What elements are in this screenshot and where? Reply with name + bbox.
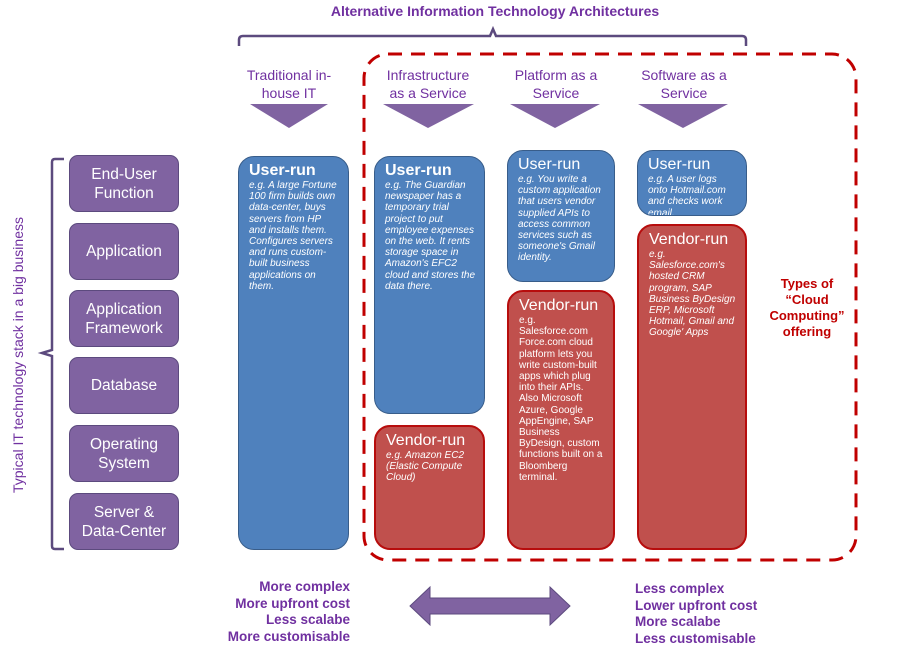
stack-layer-database: Database: [69, 357, 179, 414]
box-description: e.g. Salesforce.com Force.com cloud plat…: [519, 315, 603, 483]
right-comparison-list: Less complex Lower upfront cost More sca…: [635, 581, 795, 647]
top-brace: [237, 25, 748, 46]
left-comparison-item: More upfront cost: [235, 595, 350, 611]
box-title: User-run: [518, 156, 581, 173]
column-heading-saas: Software as a Service: [641, 67, 727, 101]
traditional-user-run-box: User-run e.g. A large Fortune 100 firm b…: [238, 156, 349, 550]
stack-layer-end-user-function: End-User Function: [69, 155, 179, 212]
right-comparison-item: Less complex: [635, 581, 725, 596]
stack-layer-application: Application: [69, 223, 179, 280]
double-arrow: [409, 585, 571, 627]
box-title: User-run: [648, 156, 711, 173]
left-brace: [37, 157, 64, 551]
iaas-user-run-box: User-run e.g. The Guardian newspaper has…: [374, 156, 485, 414]
box-title: Vendor-run: [519, 297, 599, 314]
left-comparison-item: More complex: [259, 579, 350, 594]
box-description: e.g. A large Fortune 100 firm builds own…: [249, 180, 337, 292]
paas-vendor-run-box: Vendor-run e.g. Salesforce.com Force.com…: [507, 290, 615, 550]
box-description: e.g. You write a custom application that…: [518, 174, 601, 264]
right-comparison-item: Less customisable: [635, 630, 756, 646]
box-description: e.g. Amazon EC2 (Elastic Compute Cloud): [386, 450, 465, 484]
box-title: Vendor-run: [386, 432, 466, 449]
saas-vendor-run-box: Vendor-run e.g. Salesforce.com's hosted …: [637, 224, 747, 550]
left-comparison-item: Less scalabe: [265, 612, 350, 627]
right-comparison-item: More scalabe: [635, 614, 721, 629]
left-comparison-list: More complex More upfront cost Less scal…: [200, 579, 350, 645]
box-title: Vendor-run: [649, 231, 729, 248]
down-arrow-paas: [510, 104, 600, 128]
saas-user-run-box: User-run e.g. A user logs onto Hotmail.c…: [637, 150, 747, 216]
vertical-label: Typical IT technology stack in a big bus…: [10, 217, 26, 494]
cloud-computing-label: Types of “Cloud Computing” offering: [769, 276, 845, 339]
stack-layer-server-data-center: Server & Data-Center: [69, 493, 179, 550]
right-comparison-item: Lower upfront cost: [635, 597, 758, 613]
down-arrow-saas: [638, 104, 728, 128]
iaas-vendor-run-box: Vendor-run e.g. Amazon EC2 (Elastic Comp…: [374, 425, 485, 550]
stack-layer-application-framework: Application Framework: [69, 290, 179, 347]
down-arrow-iaas: [383, 104, 474, 128]
left-comparison-item: More customisable: [227, 628, 350, 644]
box-title: User-run: [385, 162, 452, 179]
column-heading-iaas: Infrastructure as a Service: [386, 67, 470, 101]
down-arrow-traditional: [250, 104, 328, 128]
cloud-boundary: [362, 52, 858, 562]
paas-user-run-box: User-run e.g. You write a custom applica…: [507, 150, 615, 282]
box-description: e.g. A user logs onto Hotmail.com and ch…: [648, 174, 726, 216]
box-title: User-run: [249, 162, 316, 179]
column-heading-traditional: Traditional in-house IT: [246, 67, 332, 101]
page-title: Alternative Information Technology Archi…: [330, 3, 660, 19]
box-description: e.g. Salesforce.com's hosted CRM program…: [649, 249, 736, 339]
box-description: e.g. The Guardian newspaper has a tempor…: [385, 180, 476, 292]
column-heading-paas: Platform as a Service: [514, 67, 598, 101]
stack-layer-operating-system: Operating System: [69, 425, 179, 482]
